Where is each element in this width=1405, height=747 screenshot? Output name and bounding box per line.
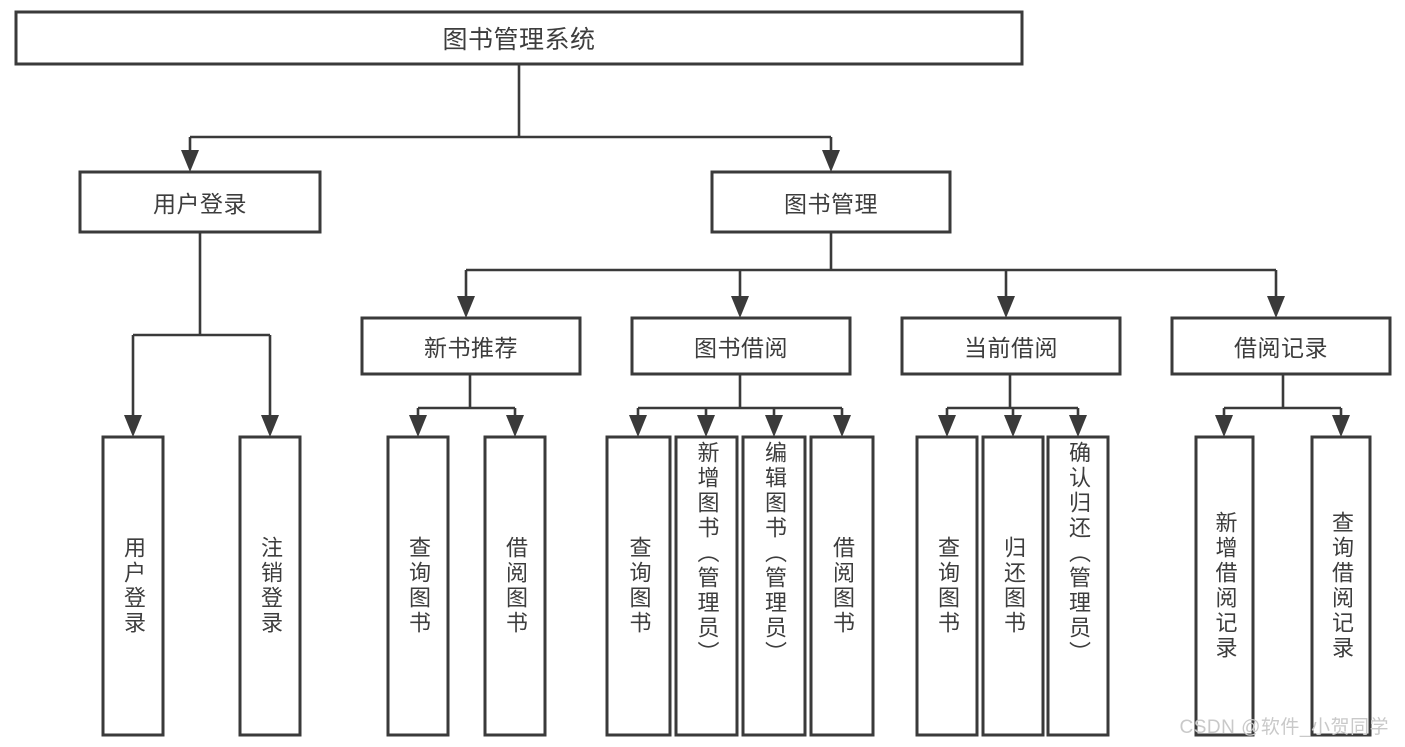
arrow-head-icon [822, 150, 840, 172]
node-box-leaf-borrow-book-recommend[interactable] [483, 435, 547, 737]
arrow-head-icon [833, 415, 851, 437]
node-box-leaf-add-book[interactable] [674, 435, 739, 737]
node-box-leaf-query-book-current[interactable] [915, 435, 979, 737]
arrow-head-icon [1267, 296, 1285, 318]
node-box-leaf-return-book[interactable] [981, 435, 1045, 737]
arrow-head-icon [997, 296, 1015, 318]
arrow-head-icon [1332, 415, 1350, 437]
arrow-head-icon [1004, 415, 1022, 437]
arrow-head-icon [457, 296, 475, 318]
node-box-borrow-record[interactable] [1170, 316, 1392, 376]
arrow-head-icon [409, 415, 427, 437]
arrow-head-icon [181, 150, 199, 172]
node-box-leaf-add-borrow-record[interactable] [1194, 435, 1255, 737]
node-box-book-borrow[interactable] [630, 316, 852, 376]
node-box-user-login[interactable] [78, 170, 322, 234]
node-box-leaf-logout[interactable] [238, 435, 302, 737]
arrow-head-icon [1069, 415, 1087, 437]
arrow-head-icon [506, 415, 524, 437]
arrow-head-icon [629, 415, 647, 437]
arrow-head-icon [697, 415, 715, 437]
node-box-leaf-confirm-return[interactable] [1046, 435, 1110, 737]
node-box-leaf-borrow-book[interactable] [809, 435, 875, 737]
node-box-current-borrow[interactable] [900, 316, 1122, 376]
arrow-head-icon [938, 415, 956, 437]
node-box-leaf-user-login[interactable] [101, 435, 165, 737]
arrow-head-icon [124, 415, 142, 437]
node-box-leaf-query-book-borrow[interactable] [605, 435, 672, 737]
arrow-head-icon [731, 296, 749, 318]
node-box-new-book-recommend[interactable] [360, 316, 582, 376]
node-box-leaf-query-borrow-record[interactable] [1310, 435, 1372, 737]
node-box-root[interactable] [14, 10, 1024, 66]
connector-layer [124, 64, 1350, 437]
node-box-layer [14, 10, 1392, 737]
node-box-leaf-edit-book[interactable] [741, 435, 807, 737]
arrow-head-icon [261, 415, 279, 437]
node-box-leaf-query-book-recommend[interactable] [386, 435, 450, 737]
arrow-head-icon [1215, 415, 1233, 437]
arrow-head-icon [765, 415, 783, 437]
node-box-book-manage[interactable] [710, 170, 952, 234]
